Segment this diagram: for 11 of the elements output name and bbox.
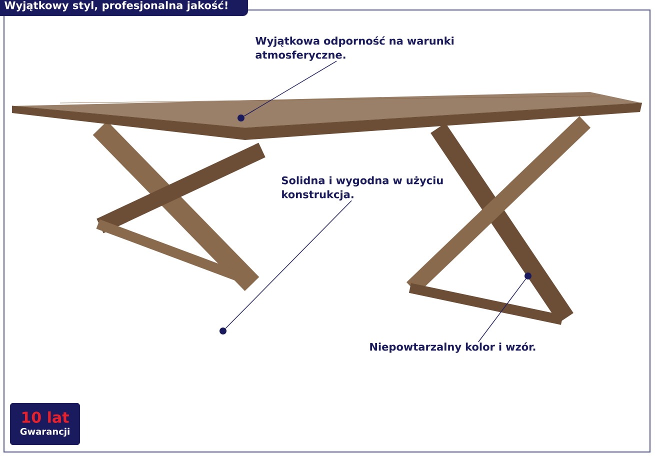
leader-line bbox=[244, 60, 337, 116]
title-banner: Wyjątkowy styl, profesjonalna jakość! bbox=[0, 0, 248, 16]
callout-text: Wyjątkowa odporność na warunki atmosferyczne. bbox=[256, 36, 454, 61]
leader-dot bbox=[524, 272, 532, 280]
callout-text: Solidna i wygodna w użyciu konstrukcja. bbox=[282, 176, 443, 200]
leader-line bbox=[225, 200, 352, 329]
callout-text: Niepowtarzalny kolor i wzór. bbox=[370, 342, 536, 353]
leader-line bbox=[478, 278, 526, 342]
leader-dot bbox=[238, 114, 244, 122]
leader-dot bbox=[220, 328, 226, 334]
warranty-badge: 10 lat Gwarancji bbox=[10, 403, 80, 445]
